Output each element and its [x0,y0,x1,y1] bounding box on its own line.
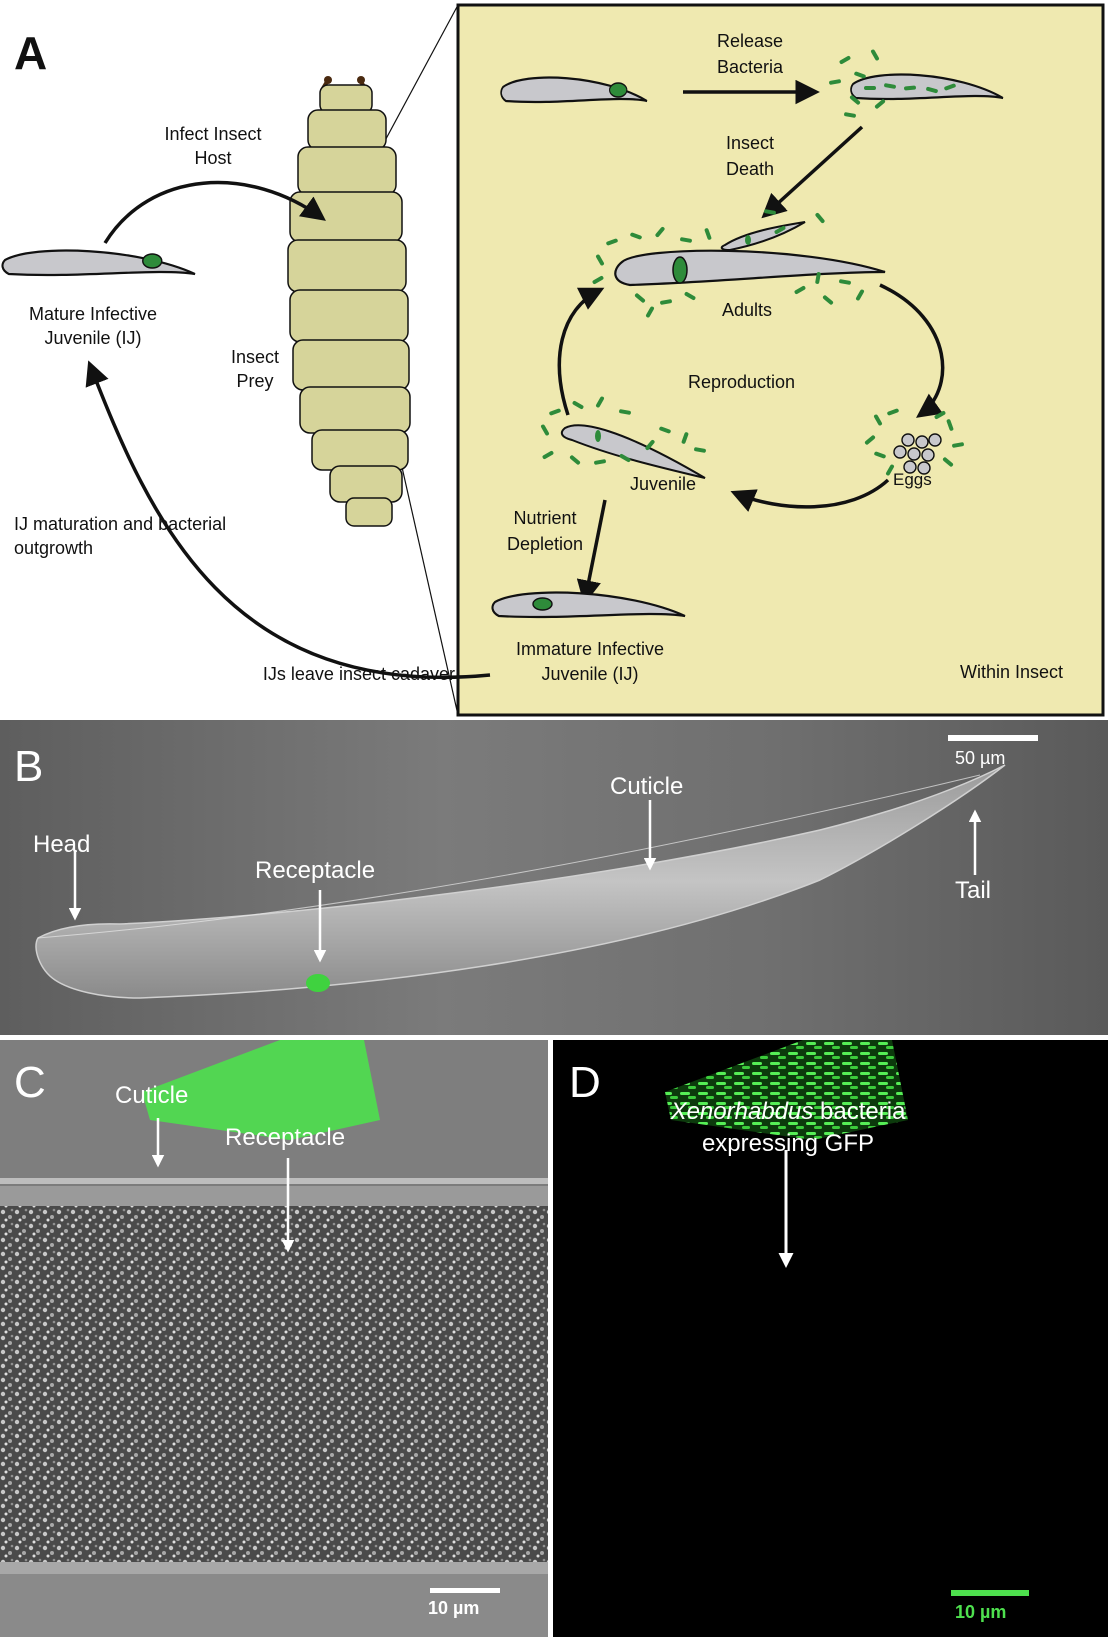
panel-d-letter: D [569,1058,601,1107]
infect-host-label: Infect Insect Host [164,124,262,168]
panel-b-micrograph [35,735,1038,999]
scale-bar-c [430,1588,500,1593]
eggs-cluster [893,433,942,475]
immature-ij-label: Immature Infective Juvenile (IJ) [515,639,665,684]
panel-b: B 50 µm Head Receptacle Cuticle Tail [0,720,1108,1035]
panel-c: C Cuticle Receptacle 10 µm [0,1040,548,1637]
panel-c-micrograph [0,1040,548,1637]
insect-death-label: Insect Death [725,133,775,179]
insect-prey-label: Insect Prey [230,347,280,391]
ij-worm-top [500,76,649,104]
panel-d: D Xenorhabdus bacteria expressing GFP 10… [553,1040,1108,1637]
receptacle-label-b: Receptacle [255,857,376,884]
cuticle-label-b: Cuticle [610,773,684,800]
tail-label: Tail [955,877,992,904]
scale-bar-d [951,1590,1029,1596]
scale-label-c: 10 µm [428,1598,480,1618]
scale-label-b: 50 µm [955,748,1006,768]
gfp-caption-rest: bacteria [813,1098,906,1125]
receptacle-gfp [306,974,330,992]
tissue-texture [0,1206,548,1562]
mature-ij-worm [1,249,197,277]
nematode-body [35,764,1006,999]
gfp-caption: Xenorhabdus bacteria expressing GFP [623,1096,953,1160]
juvenile-to-adults-arrow [557,287,605,416]
panel-b-letter: B [14,742,44,791]
mature-ij-label: Mature Infective Juvenile (IJ) [28,304,158,348]
panel-a: A Mature Infective Juvenile (IJ) Infect … [0,0,1108,720]
depletion-arrow [576,499,607,605]
head-label: Head [33,831,91,858]
eggs-to-juvenile-arrow [730,478,890,512]
reproduction-label: Reproduction [688,372,796,392]
juvenile-label: Juvenile [630,474,697,494]
insect-prey-body [287,76,411,527]
adults-to-eggs-arrow [879,283,945,418]
adult-worms [614,221,886,287]
scale-bar-b [948,735,1038,741]
ijs-leave-arrow [85,360,491,679]
ij-maturation-label: IJ maturation and bacterial outgrowth [14,514,227,558]
receptacle-gfp-c [142,1040,380,1140]
scale-label-d: 10 µm [955,1602,1007,1622]
gfp-caption-genus: Xenorhabdus [670,1098,814,1125]
gfp-caption-line2: expressing GFP [701,1130,875,1157]
adults-label: Adults [722,300,773,320]
receptacle-label-c: Receptacle [225,1124,346,1151]
panel-d-micrograph [665,1040,1029,1596]
gfp-bacteria-cluster [665,1040,908,1140]
juvenile-worm [560,424,706,479]
panel-a-letter: A [14,27,48,79]
ijs-leave-label: IJs leave insect cadaver [262,664,455,684]
panel-c-letter: C [14,1058,46,1107]
nutrient-depletion-label: Nutrient Depletion [506,508,584,554]
cuticle-label-c: Cuticle [115,1082,189,1109]
panel-a-diagram [1,3,1105,717]
within-insect-label: Within Insect [960,662,1064,682]
infect-arrow [103,180,326,244]
release-bacteria-label: Release Bacteria [716,31,784,77]
death-arrow [761,125,864,219]
immature-ij-worm [491,591,687,619]
eggs-label: Eggs [893,470,932,489]
